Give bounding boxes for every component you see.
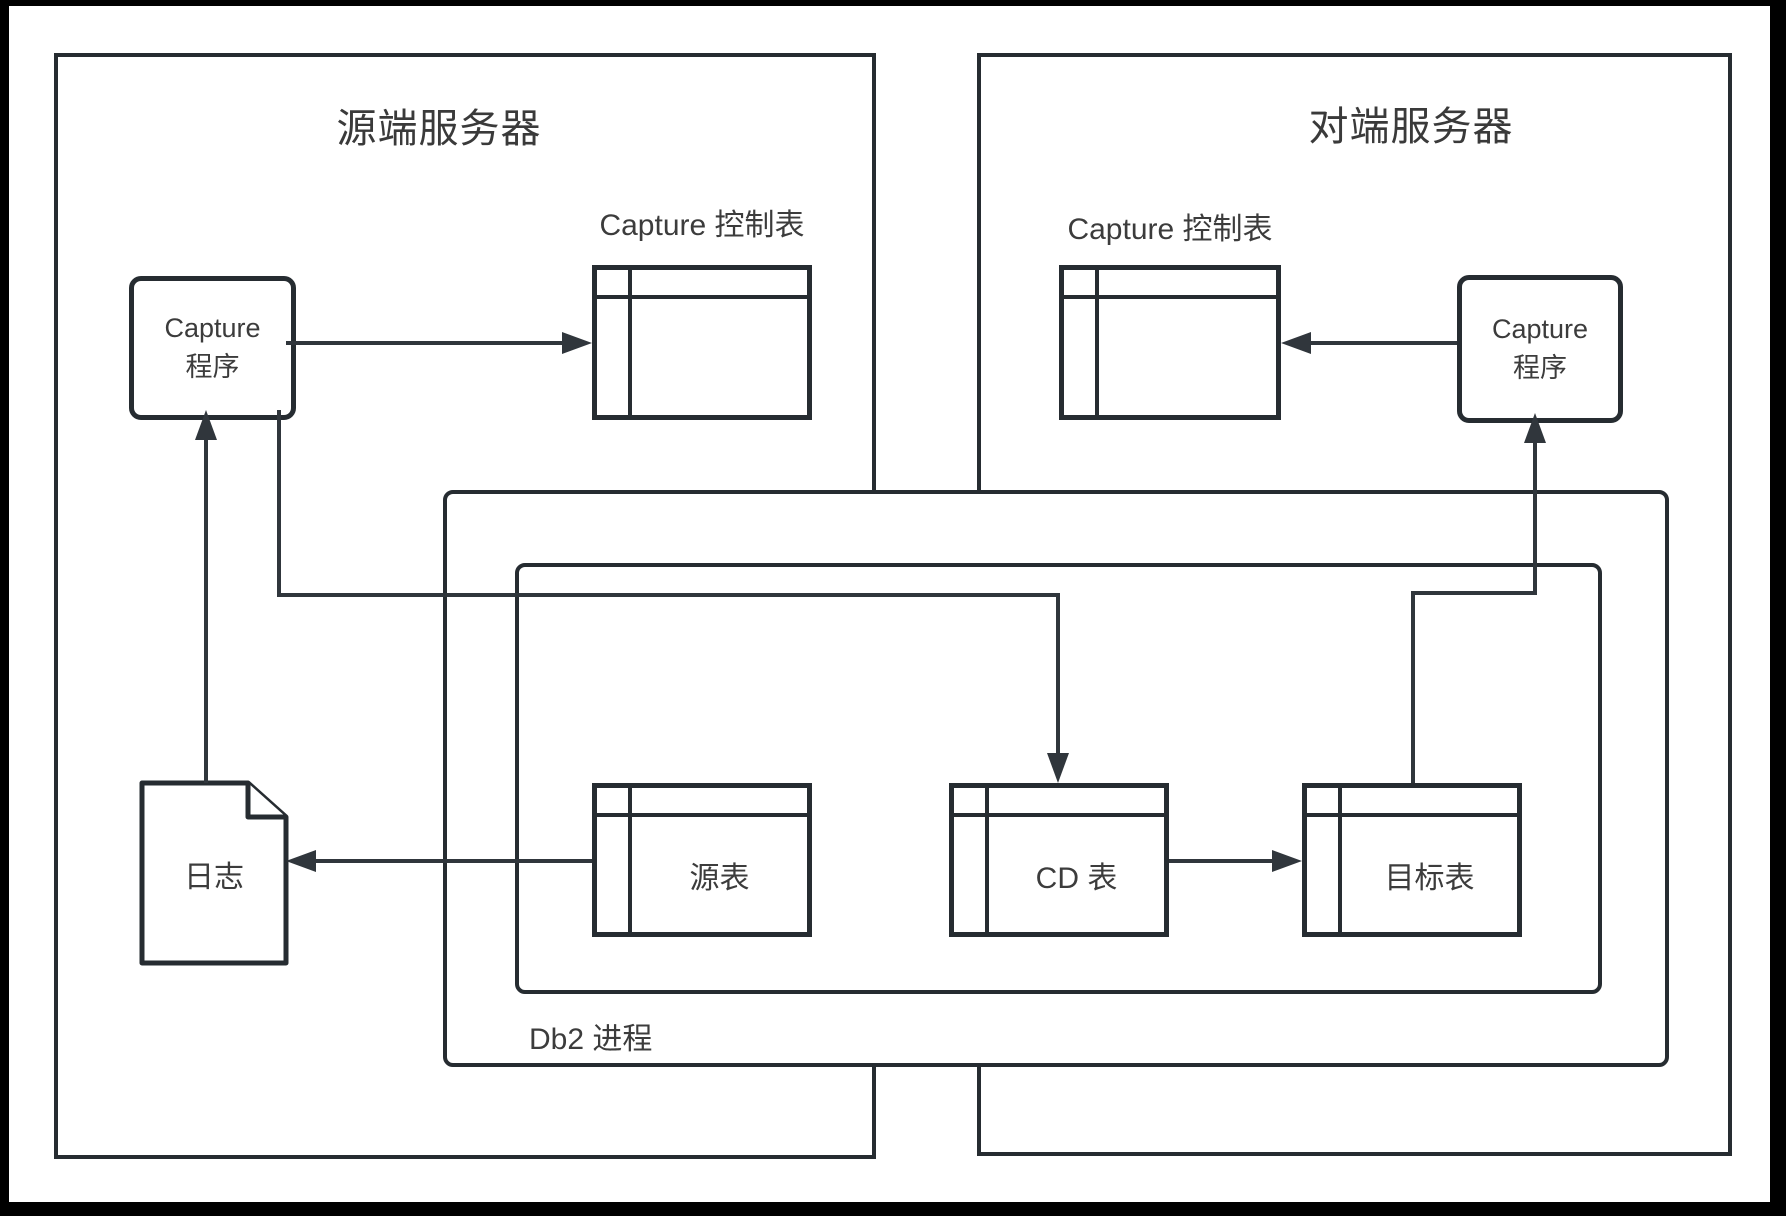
source-table-icon: 源表 bbox=[592, 783, 812, 937]
db2-process-label: Db2 进程 bbox=[529, 1023, 653, 1056]
log-document-label: 日志 bbox=[184, 861, 244, 894]
peer-control-table-icon bbox=[1059, 265, 1281, 420]
table-column-line bbox=[628, 788, 632, 932]
table-header-line bbox=[597, 295, 807, 299]
source-capture-program-node: Capture 程序 bbox=[129, 276, 296, 420]
table-header-line bbox=[1307, 813, 1517, 817]
table-column-line bbox=[628, 270, 632, 415]
target-table-label: 目标表 bbox=[1384, 861, 1475, 895]
table-header-line bbox=[1064, 295, 1276, 299]
source-control-table-label: Capture 控制表 bbox=[599, 209, 805, 242]
table-column-line bbox=[1338, 788, 1342, 932]
source-server-title: 源端服务器 bbox=[336, 107, 542, 151]
source-table-label: 源表 bbox=[689, 861, 750, 895]
cd-table-label: CD 表 bbox=[1035, 861, 1118, 895]
table-column-line bbox=[985, 788, 989, 932]
peer-server-title: 对端服务器 bbox=[1308, 105, 1514, 149]
target-table-icon: 目标表 bbox=[1302, 783, 1522, 937]
capture-program-text-line2: 程序 bbox=[1513, 353, 1567, 383]
capture-program-text-line2: 程序 bbox=[185, 352, 240, 382]
cd-table-icon: CD 表 bbox=[949, 783, 1169, 937]
table-header-line bbox=[954, 813, 1164, 817]
source-control-table-icon bbox=[592, 265, 812, 420]
table-header-line bbox=[597, 813, 807, 817]
capture-program-text-line1: Capture bbox=[1491, 314, 1589, 344]
capture-program-text-line1: Capture bbox=[164, 313, 261, 343]
table-column-line bbox=[1095, 270, 1099, 415]
peer-control-table-label: Capture 控制表 bbox=[1067, 213, 1273, 246]
